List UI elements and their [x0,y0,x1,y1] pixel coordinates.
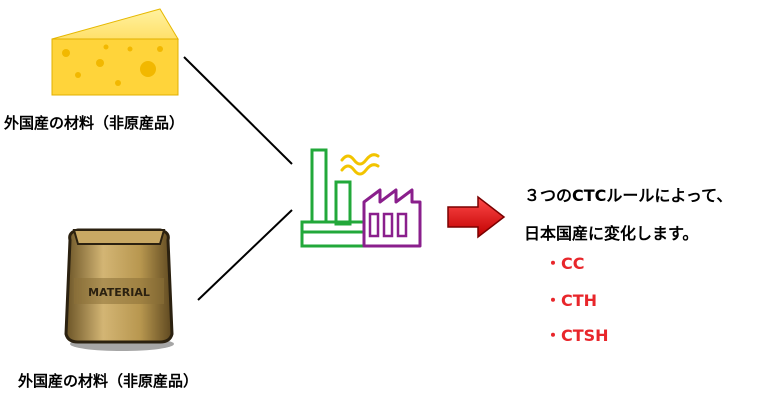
arrow-right-icon [447,195,506,239]
result-line-2: 日本国産に変化します。 [524,224,699,243]
result-line-1: ３つのCTCルールによって、 [524,186,733,205]
material-bag-icon: MATERIAL [64,228,174,351]
connector-line-bottom [197,209,293,301]
factory-icon [300,148,422,248]
input-label-top: 外国産の材料（非原産品） [4,114,185,132]
rule-item-cc: ・CC [545,254,585,273]
connector-line-top [183,56,293,165]
rule-item-cth: ・CTH [545,291,598,310]
input-label-bottom: 外国産の材料（非原産品） [18,372,199,390]
bag-text: MATERIAL [88,286,150,299]
rule-item-ctsh: ・CTSH [545,326,609,345]
cheese-icon [51,8,179,96]
